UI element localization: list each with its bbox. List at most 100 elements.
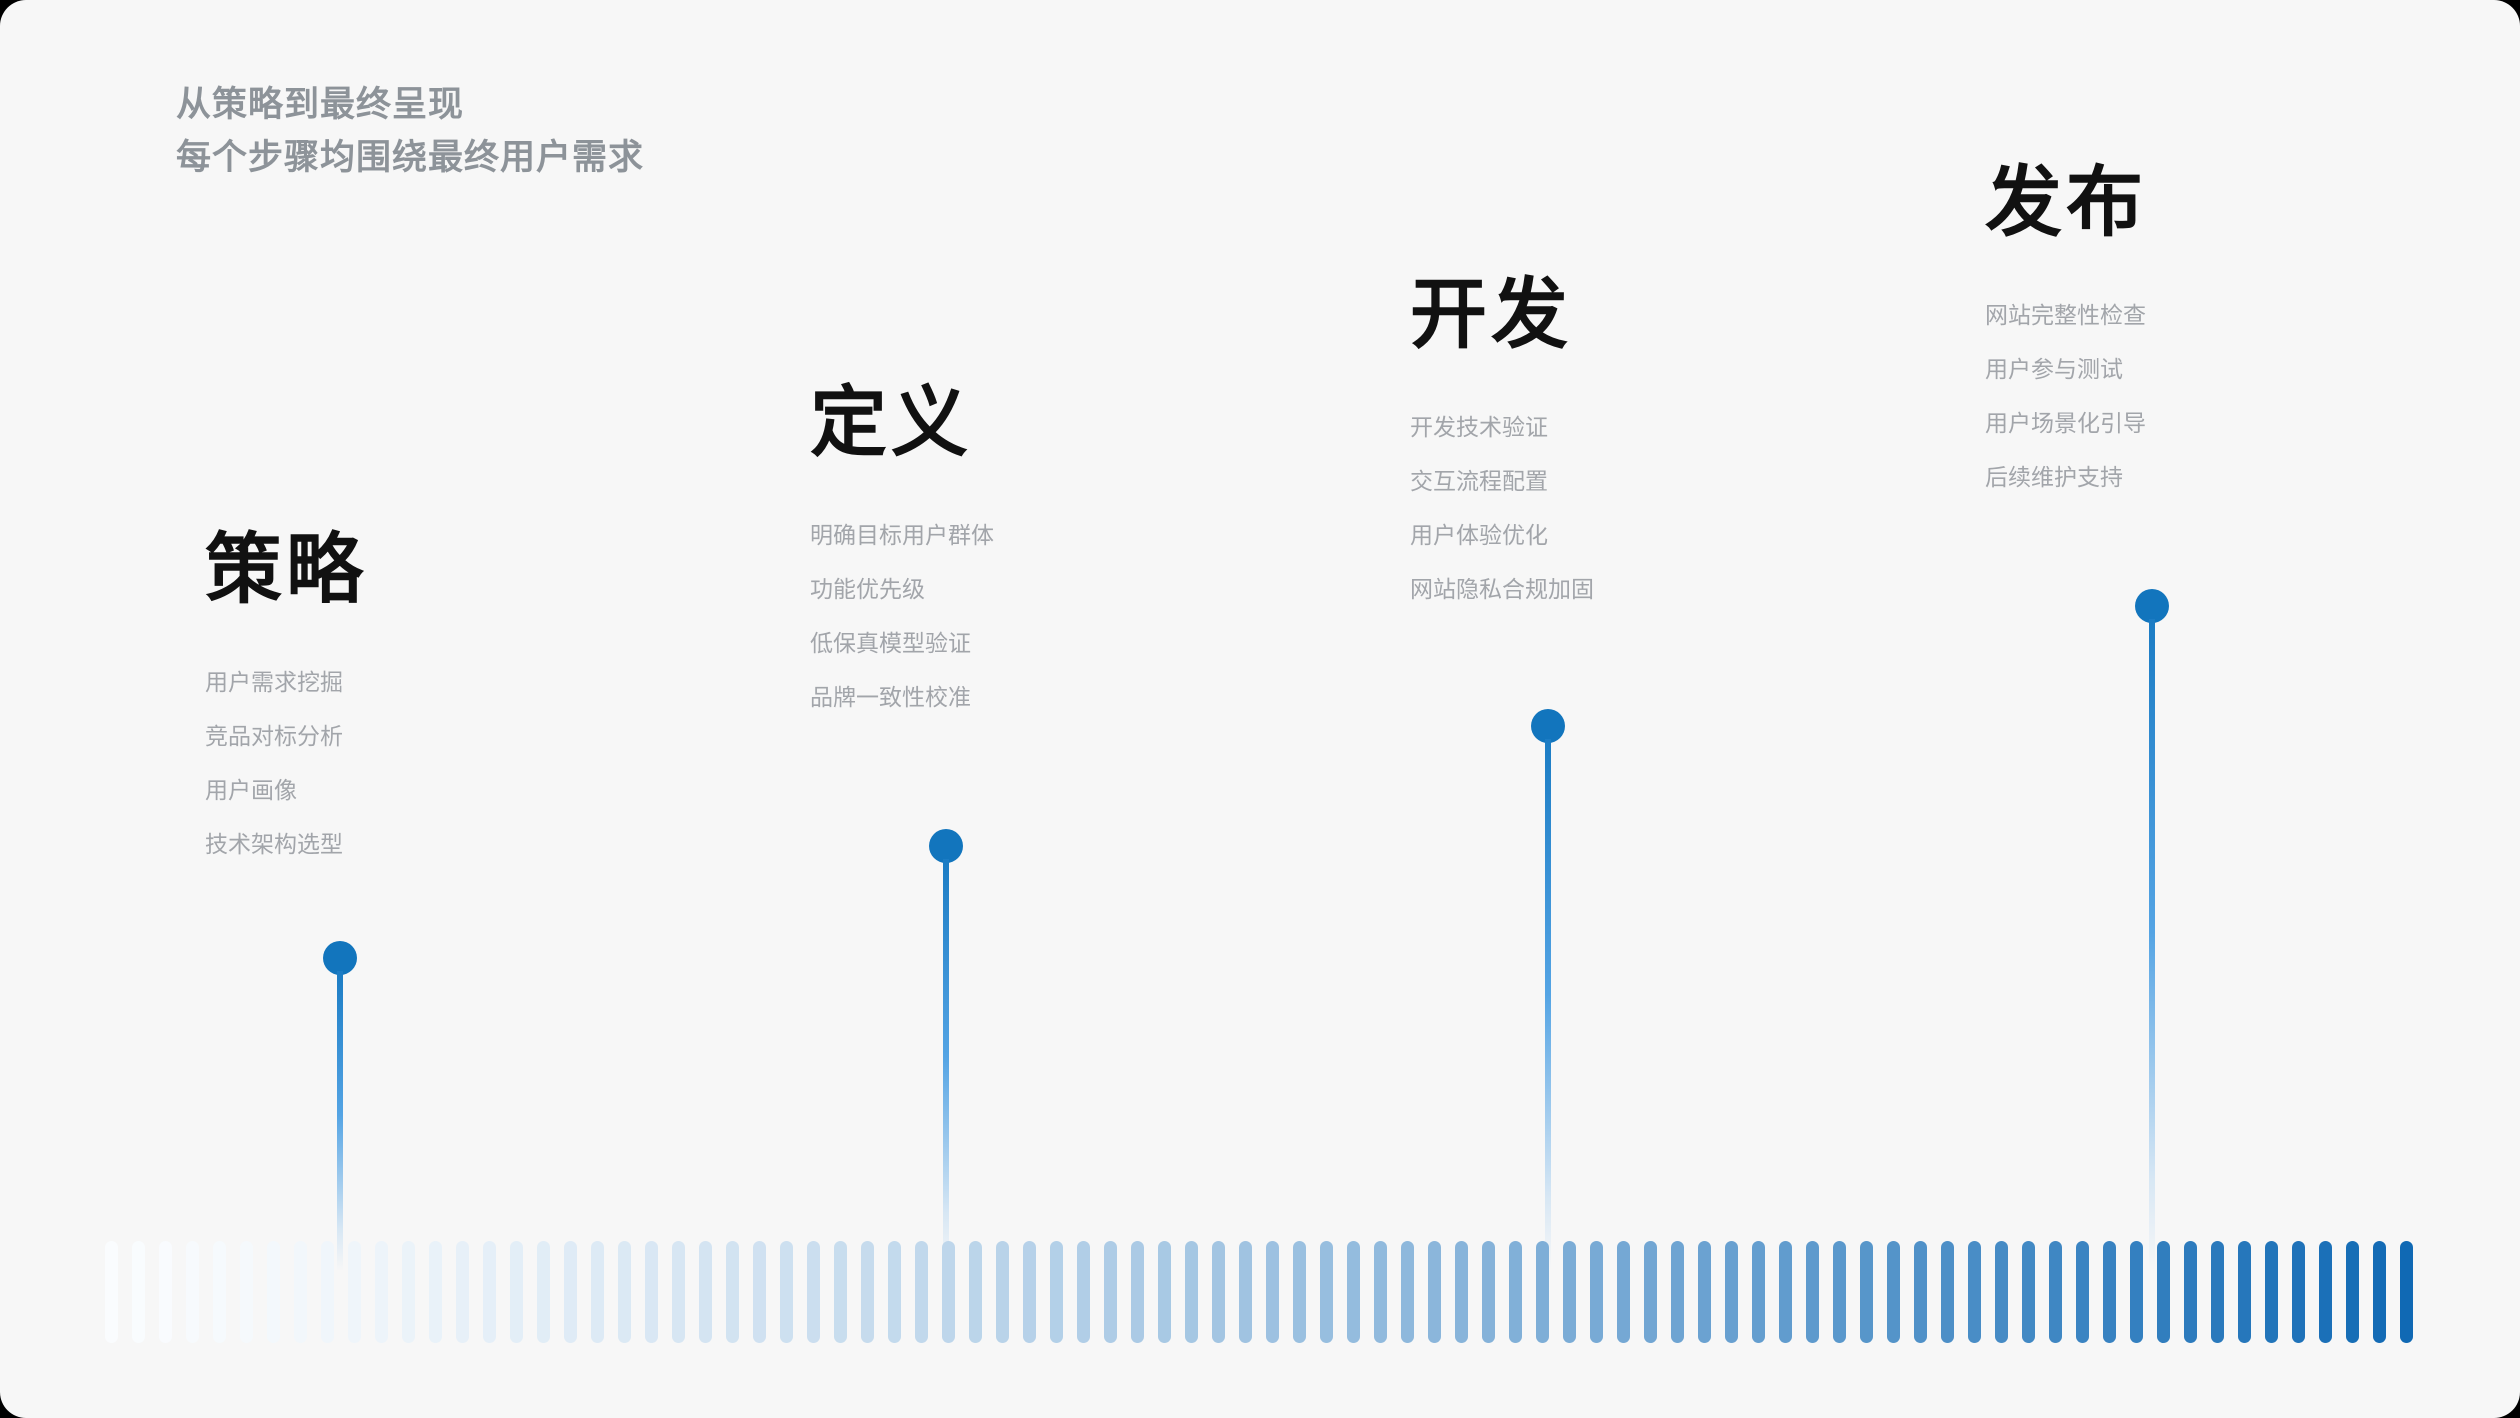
progress-bar bbox=[2292, 1241, 2305, 1343]
progress-bar bbox=[456, 1241, 469, 1343]
stage-item: 明确目标用户群体 bbox=[810, 521, 994, 548]
progress-bar bbox=[1050, 1241, 1063, 1343]
progress-bar bbox=[1914, 1241, 1927, 1343]
progress-bar bbox=[1941, 1241, 1954, 1343]
stage-title-3: 开发 bbox=[1410, 272, 1572, 358]
stage-item: 用户参与测试 bbox=[1985, 355, 2123, 382]
progress-bar bbox=[240, 1241, 253, 1343]
progress-bar bbox=[1995, 1241, 2008, 1343]
progress-bar bbox=[1455, 1241, 1468, 1343]
header-block: 从策略到最终呈现 每个步骤均围绕最终用户需求 bbox=[176, 78, 644, 184]
progress-bar bbox=[1374, 1241, 1387, 1343]
milestone-dot-icon bbox=[1531, 709, 1565, 743]
progress-bar bbox=[1239, 1241, 1252, 1343]
progress-bar bbox=[915, 1241, 928, 1343]
stage-item: 用户场景化引导 bbox=[1985, 409, 2146, 436]
stage-item: 用户体验优化 bbox=[1410, 521, 1548, 548]
progress-bar bbox=[2022, 1241, 2035, 1343]
progress-bar bbox=[1833, 1241, 1846, 1343]
stage-title-4: 发布 bbox=[1985, 160, 2147, 246]
progress-bar bbox=[1725, 1241, 1738, 1343]
progress-bar bbox=[537, 1241, 550, 1343]
progress-bar bbox=[2211, 1241, 2224, 1343]
progress-bar bbox=[726, 1241, 739, 1343]
progress-bar bbox=[1293, 1241, 1306, 1343]
progress-bar bbox=[1563, 1241, 1576, 1343]
stage-item: 网站完整性检查 bbox=[1985, 301, 2146, 328]
stage-item-list-2: 明确目标用户群体功能优先级低保真模型验证品牌一致性校准 bbox=[810, 508, 994, 724]
stage-item: 功能优先级 bbox=[810, 575, 925, 602]
progress-bar bbox=[1212, 1241, 1225, 1343]
progress-bar bbox=[2049, 1241, 2062, 1343]
progress-bar bbox=[321, 1241, 334, 1343]
stage-item-list-1: 用户需求挖掘竞品对标分析用户画像技术架构选型 bbox=[205, 655, 367, 871]
progress-bar bbox=[969, 1241, 982, 1343]
progress-bar bbox=[348, 1241, 361, 1343]
progress-bar bbox=[780, 1241, 793, 1343]
progress-bar bbox=[591, 1241, 604, 1343]
progress-bar bbox=[2184, 1241, 2197, 1343]
progress-bar bbox=[1104, 1241, 1117, 1343]
progress-bar bbox=[1482, 1241, 1495, 1343]
stage-item: 后续维护支持 bbox=[1985, 463, 2123, 490]
stage-column-1[interactable]: 策略用户需求挖掘竞品对标分析用户画像技术架构选型 bbox=[205, 530, 367, 871]
progress-bar bbox=[1752, 1241, 1765, 1343]
progress-bar bbox=[1428, 1241, 1441, 1343]
stage-column-4[interactable]: 发布网站完整性检查用户参与测试用户场景化引导后续维护支持 bbox=[1985, 163, 2147, 504]
progress-bar bbox=[1509, 1241, 1522, 1343]
milestone-dot-icon bbox=[2135, 589, 2169, 623]
header-line-1: 从策略到最终呈现 bbox=[176, 85, 465, 124]
progress-bar bbox=[2400, 1241, 2413, 1343]
progress-bar bbox=[942, 1241, 955, 1343]
progress-bar bbox=[1860, 1241, 1873, 1343]
progress-bar bbox=[2319, 1241, 2332, 1343]
progress-bar bbox=[1347, 1241, 1360, 1343]
progress-bar bbox=[2373, 1241, 2386, 1343]
progress-bar bbox=[1158, 1241, 1171, 1343]
progress-bar bbox=[1968, 1241, 1981, 1343]
stage-column-2[interactable]: 定义明确目标用户群体功能优先级低保真模型验证品牌一致性校准 bbox=[810, 383, 994, 724]
progress-bar bbox=[753, 1241, 766, 1343]
progress-bar bbox=[2076, 1241, 2089, 1343]
progress-bar bbox=[429, 1241, 442, 1343]
progress-bar bbox=[1887, 1241, 1900, 1343]
stage-item: 品牌一致性校准 bbox=[810, 683, 971, 710]
progress-bar bbox=[213, 1241, 226, 1343]
progress-bar bbox=[1077, 1241, 1090, 1343]
progress-bar bbox=[861, 1241, 874, 1343]
progress-bar bbox=[996, 1241, 1009, 1343]
stage-column-3[interactable]: 开发开发技术验证交互流程配置用户体验优化网站隐私合规加固 bbox=[1410, 275, 1594, 616]
progress-bar bbox=[402, 1241, 415, 1343]
progress-bar bbox=[834, 1241, 847, 1343]
progress-bar bbox=[1698, 1241, 1711, 1343]
progress-bar bbox=[186, 1241, 199, 1343]
progress-bar bbox=[807, 1241, 820, 1343]
progress-bar bbox=[510, 1241, 523, 1343]
progress-bar bbox=[1806, 1241, 1819, 1343]
progress-bar bbox=[132, 1241, 145, 1343]
progress-bar bbox=[2157, 1241, 2170, 1343]
progress-bar bbox=[1401, 1241, 1414, 1343]
stage-item: 开发技术验证 bbox=[1410, 413, 1548, 440]
progress-bar bbox=[483, 1241, 496, 1343]
progress-bar-strip bbox=[105, 1241, 2427, 1343]
progress-bar bbox=[2103, 1241, 2116, 1343]
milestone-stem bbox=[337, 971, 343, 1271]
stage-item: 用户画像 bbox=[205, 776, 297, 803]
stage-item: 低保真模型验证 bbox=[810, 629, 971, 656]
stage-item: 竞品对标分析 bbox=[205, 722, 343, 749]
progress-bar bbox=[1266, 1241, 1279, 1343]
progress-bar bbox=[2265, 1241, 2278, 1343]
progress-bar bbox=[1617, 1241, 1630, 1343]
progress-bar bbox=[672, 1241, 685, 1343]
progress-bar bbox=[564, 1241, 577, 1343]
progress-bar bbox=[699, 1241, 712, 1343]
milestone-dot-icon bbox=[929, 829, 963, 863]
progress-bar bbox=[1320, 1241, 1333, 1343]
progress-bar bbox=[1185, 1241, 1198, 1343]
progress-bar bbox=[1023, 1241, 1036, 1343]
milestone-stem bbox=[1545, 739, 1551, 1271]
progress-bar bbox=[294, 1241, 307, 1343]
stage-title-1: 策略 bbox=[205, 527, 367, 613]
